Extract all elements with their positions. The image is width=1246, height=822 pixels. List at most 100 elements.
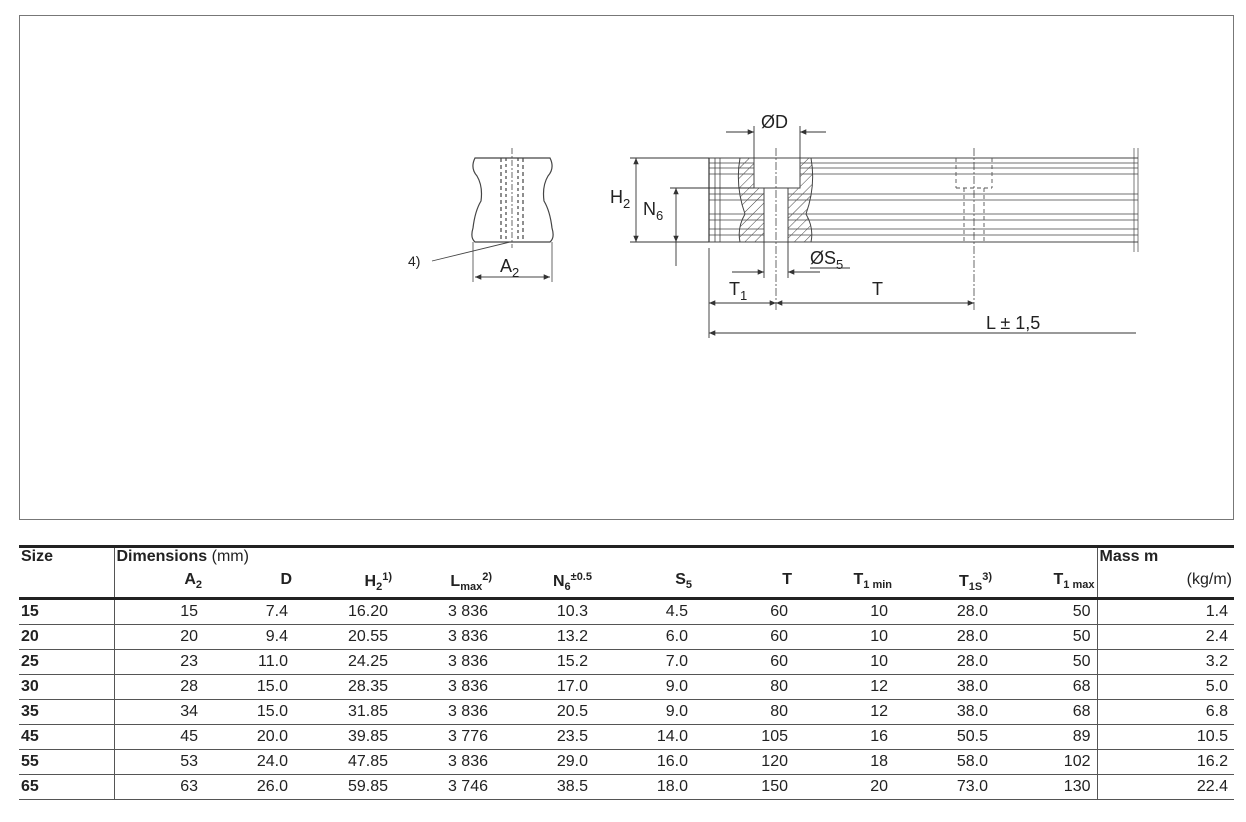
note-4-label: 4) [408,253,420,269]
value-cell: 16.2 [1097,749,1234,775]
size-cell: 55 [19,749,115,775]
value-cell: 59.85 [294,774,394,800]
value-cell: 105 [694,724,794,750]
od-label: ØD [761,112,788,132]
column-header: Lmax2) [394,571,494,600]
value-cell: 28.0 [894,649,994,675]
hole-section [737,157,814,243]
value-cell: 47.85 [294,749,394,775]
value-cell: 38.0 [894,699,994,725]
value-cell: 4.5 [594,598,694,625]
value-cell: 39.85 [294,724,394,750]
value-cell: 16.20 [294,598,394,625]
value-cell: 6.8 [1097,699,1234,725]
rail-drawing: 4) A2 ØD [408,112,1139,338]
value-cell: 13.2 [494,624,594,650]
value-cell: 3 836 [394,674,494,700]
value-cell: 60 [694,649,794,675]
value-cell: 63 [114,774,204,800]
size-cell: 35 [19,699,115,725]
t-label: T [872,279,883,299]
value-cell: 130 [994,774,1098,800]
value-cell: 23.5 [494,724,594,750]
t1-label: T1 [729,279,747,303]
value-cell: 15.0 [204,674,294,700]
value-cell: 7.4 [204,598,294,625]
a2-label: A2 [500,256,519,280]
value-cell: 20.0 [204,724,294,750]
value-cell: 18.0 [594,774,694,800]
value-cell: 5.0 [1097,674,1234,700]
value-cell: 34 [114,699,204,725]
column-header: H21) [294,571,394,600]
value-cell: 28.0 [894,624,994,650]
value-cell: 73.0 [894,774,994,800]
mass-unit-header: (kg/m) [1097,571,1234,600]
column-header: S5 [594,571,694,600]
dimensions-header: Dimensions (mm) [114,545,1098,571]
value-cell: 80 [694,699,794,725]
value-cell: 10 [794,624,894,650]
value-cell: 23 [114,649,204,675]
value-cell: 9.0 [594,674,694,700]
dimension-h2-n6 [630,157,754,266]
value-cell: 14.0 [594,724,694,750]
value-cell: 89 [994,724,1098,750]
column-header: A2 [114,571,204,600]
column-header: T1 min [794,571,894,600]
value-cell: 16.0 [594,749,694,775]
value-cell: 18 [794,749,894,775]
value-cell: 24.25 [294,649,394,675]
column-header: D [204,571,294,600]
value-cell: 60 [694,598,794,625]
value-cell: 15 [114,598,204,625]
value-cell: 3.2 [1097,649,1234,675]
value-cell: 28.35 [294,674,394,700]
value-cell: 38.5 [494,774,594,800]
value-cell: 3 776 [394,724,494,750]
value-cell: 6.0 [594,624,694,650]
value-cell: 38.0 [894,674,994,700]
value-cell: 3 746 [394,774,494,800]
value-cell: 3 836 [394,649,494,675]
value-cell: 150 [694,774,794,800]
value-cell: 12 [794,699,894,725]
value-cell: 3 836 [394,699,494,725]
technical-drawing-frame: 4) A2 ØD [19,15,1234,520]
value-cell: 50.5 [894,724,994,750]
value-cell: 20 [114,624,204,650]
value-cell: 68 [994,699,1098,725]
h2-label: H2 [610,187,630,211]
value-cell: 7.0 [594,649,694,675]
n6-label: N6 [643,199,663,223]
value-cell: 80 [694,674,794,700]
value-cell: 16 [794,724,894,750]
value-cell: 53 [114,749,204,775]
value-cell: 24.0 [204,749,294,775]
value-cell: 26.0 [204,774,294,800]
size-cell: 20 [19,624,115,650]
dimension-os5 [732,242,850,278]
column-header: T1 max [994,571,1098,600]
column-header: N6±0.5 [494,571,594,600]
size-cell: 65 [19,774,115,800]
os5-label: ØS5 [810,248,843,272]
column-header: T [694,571,794,600]
value-cell: 31.85 [294,699,394,725]
value-cell: 3 836 [394,749,494,775]
size-cell: 30 [19,674,115,700]
mass-header: Mass m [1097,545,1234,571]
rail-side-view [708,148,1139,252]
value-cell: 28 [114,674,204,700]
value-cell: 10.5 [1097,724,1234,750]
value-cell: 20.55 [294,624,394,650]
size-cell: 15 [19,598,115,625]
size-cell: 45 [19,724,115,750]
value-cell: 45 [114,724,204,750]
size-cell: 25 [19,649,115,675]
